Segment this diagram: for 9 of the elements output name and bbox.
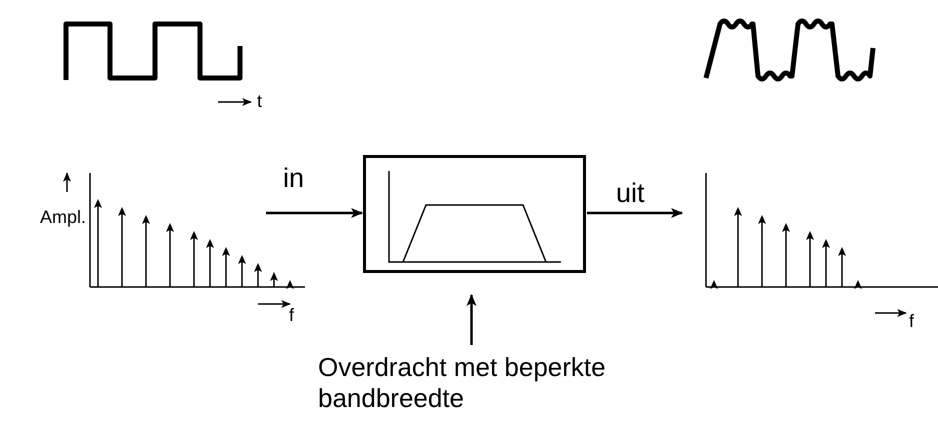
arrow xyxy=(466,294,476,345)
arrow xyxy=(587,208,683,218)
axis-label: t xyxy=(257,92,262,110)
caption-text: Overdracht met beperkte bandbreedte xyxy=(318,352,607,414)
axis-label: Ampl. xyxy=(40,208,86,226)
axis-label: f xyxy=(289,306,294,324)
arrow xyxy=(266,208,363,218)
filter-box xyxy=(363,155,586,273)
axis-label: f xyxy=(909,312,914,330)
